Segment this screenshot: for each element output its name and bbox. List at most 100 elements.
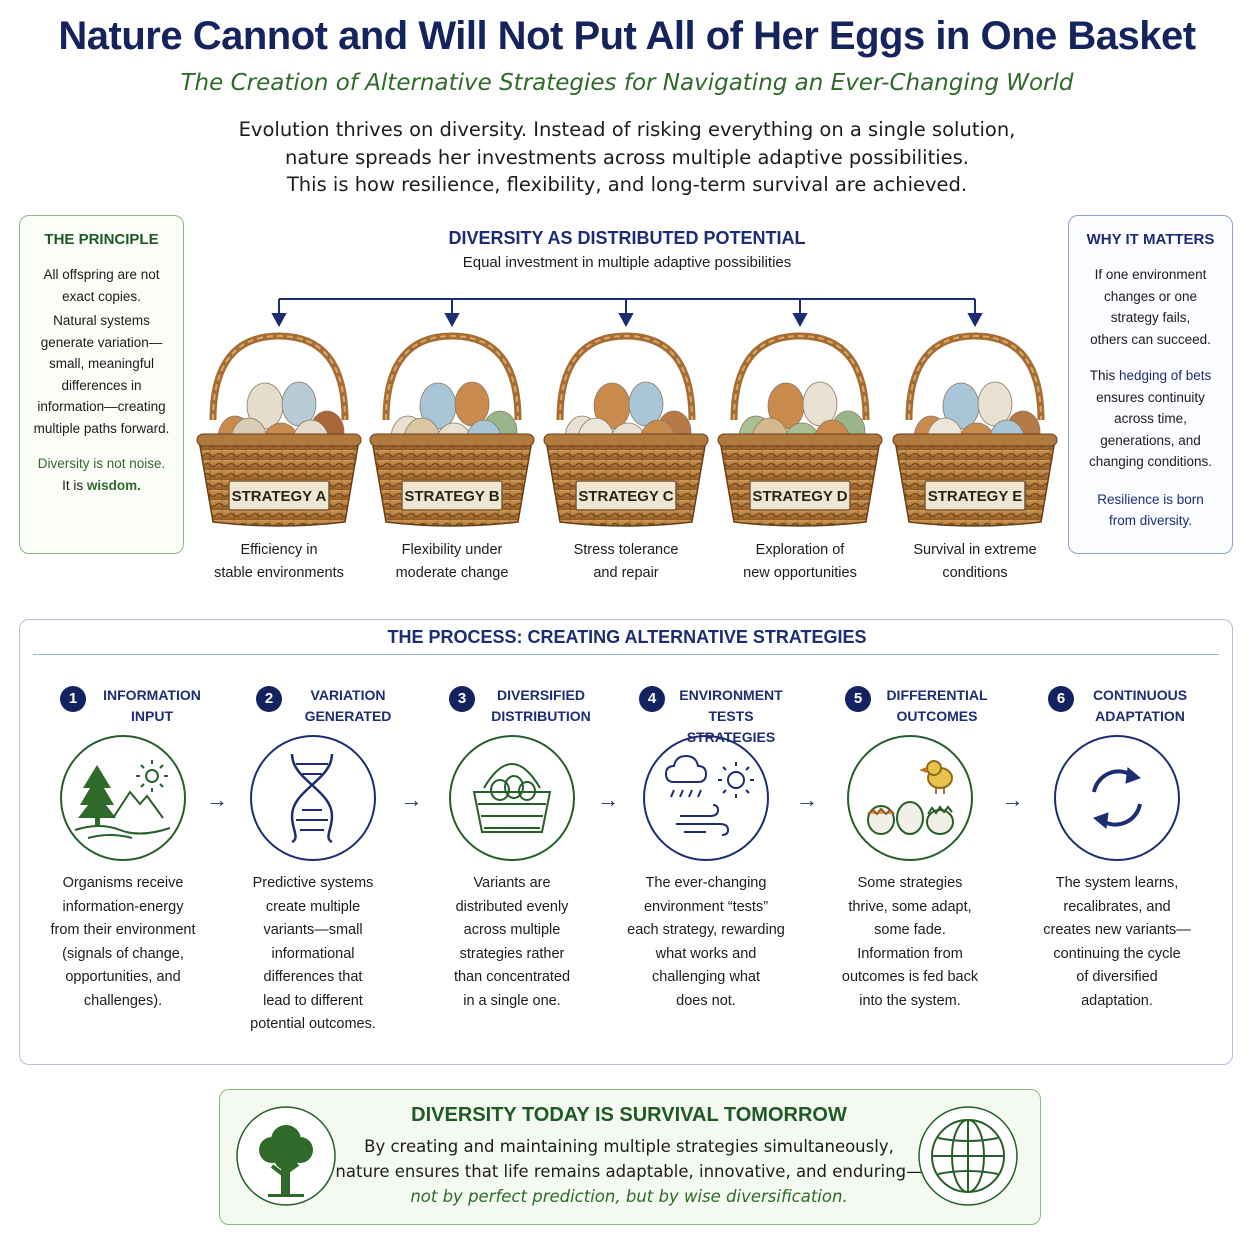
- step-desc-line: into the system.: [859, 992, 961, 1009]
- text-span: This: [1089, 368, 1119, 383]
- conclusion-line-1: By creating and maintaining multiple str…: [364, 1137, 894, 1156]
- step-number-badge: 6: [1048, 686, 1074, 712]
- strategy-label: STRATEGY A: [232, 488, 327, 505]
- caption-line: Flexibility under: [401, 542, 503, 558]
- caption-line: Exploration of: [755, 542, 845, 558]
- hedging-highlight: hedging of bets: [1118, 368, 1212, 383]
- text-line: generations, and: [1100, 432, 1201, 448]
- strategy-label-plate: [401, 480, 503, 511]
- step-title-line: CONTINUOUS: [1092, 687, 1188, 703]
- basket-strategy-e: STRATEGY E: [892, 332, 1058, 527]
- why-paragraph-3: Resilience is born from diversity.: [1075, 489, 1226, 532]
- text-line: All offspring are not: [43, 267, 160, 282]
- step-number-badge: 2: [256, 686, 282, 712]
- step-desc-line: Information from: [857, 945, 963, 962]
- globe-icon: [918, 1106, 1018, 1206]
- dna-icon: [250, 735, 376, 861]
- step-desc-line: Organisms receive: [62, 875, 184, 891]
- strategy-label: STRATEGY B: [404, 488, 499, 505]
- arrow-to-basket-b: [444, 299, 460, 328]
- step-2-circle: [250, 735, 376, 861]
- text-line: strategy fails,: [1110, 310, 1191, 325]
- egg: [281, 381, 317, 427]
- process-panel: [19, 619, 1233, 1065]
- step-desc-line: variants—small: [263, 922, 363, 938]
- step-title-line: DISTRIBUTION: [491, 708, 591, 724]
- step-desc-line: The system learns,: [1055, 875, 1179, 891]
- arrow-to-basket-a: [271, 299, 287, 328]
- step-desc-line: (signals of change,: [62, 945, 184, 962]
- caption-line: new opportunities: [743, 565, 857, 581]
- step-title-line: INFORMATION: [103, 687, 201, 703]
- intro-line: Evolution thrives on diversity. Instead …: [238, 118, 1016, 141]
- step-desc-line: does not.: [676, 992, 736, 1009]
- principle-paragraph-1: All offspring are not exact copies.: [26, 264, 177, 307]
- text-line: multiple paths forward.: [33, 420, 170, 436]
- diversity-title: DIVERSITY AS DISTRIBUTED POTENTIAL: [448, 228, 806, 248]
- step-desc-line: lead to different: [263, 992, 363, 1009]
- basket-strategy-b: STRATEGY B: [369, 332, 535, 527]
- text-line: generate variation—: [40, 334, 163, 350]
- why-paragraph-2: This hedging of bets ensures continuity …: [1075, 365, 1226, 473]
- step-desc-line: strategies rather: [459, 945, 565, 962]
- strategy-label-plate: [749, 480, 851, 511]
- step-title-line: OUTCOMES: [896, 708, 978, 724]
- strategy-label: STRATEGY E: [928, 488, 1022, 505]
- text-line: ensures continuity: [1096, 389, 1205, 405]
- text-line: changing conditions.: [1088, 454, 1213, 469]
- step-desc-line: potential outcomes.: [250, 1016, 376, 1032]
- step-desc-line: adaptation.: [1081, 992, 1153, 1009]
- step-desc-line: information-energy: [62, 898, 184, 915]
- why-it-matters-box: WHY IT MATTERS If one environment change…: [1068, 215, 1233, 554]
- text-line: across time,: [1114, 411, 1187, 426]
- step-desc-line: thrive, some adapt,: [848, 898, 972, 915]
- step-title-line: GENERATED: [304, 708, 392, 724]
- text-line: Natural systems: [53, 313, 150, 328]
- step-title-line: INPUT: [131, 708, 173, 724]
- step-title: INFORMATION INPUT: [86, 685, 218, 727]
- process-title: THE PROCESS: CREATING ALTERNATIVE STRATE…: [387, 627, 867, 647]
- basket-strategy-d: STRATEGY D: [717, 332, 883, 527]
- principle-box: THE PRINCIPLE All offspring are not exac…: [19, 215, 184, 554]
- step-desc-line: recalibrates, and: [1063, 898, 1171, 915]
- text-line: If one environment: [1094, 267, 1207, 282]
- caption-line: moderate change: [395, 565, 509, 581]
- strategy-caption: Exploration of new opportunities: [715, 539, 885, 585]
- caption-line: and repair: [593, 565, 659, 581]
- step-desc-line: Predictive systems: [252, 875, 374, 891]
- distribution-arrows: [271, 298, 983, 328]
- conclusion-line-2: nature ensures that life remains adaptab…: [335, 1162, 923, 1181]
- step-1-circle: [60, 735, 186, 861]
- basket-strategy-c: STRATEGY C: [543, 332, 709, 527]
- arrow-to-basket-d: [792, 299, 808, 328]
- why-paragraph-1: If one environment changes or one strate…: [1075, 264, 1226, 350]
- step-desc-line: what works and: [655, 945, 757, 962]
- step-desc-line: some fade.: [874, 922, 946, 938]
- step-title-line: ADAPTATION: [1095, 708, 1185, 724]
- page-subtitle: The Creation of Alternative Strategies f…: [180, 70, 1074, 96]
- step-arrow-icon: →: [1001, 787, 1024, 812]
- process-divider: [33, 654, 1219, 655]
- text-line: differences in: [61, 377, 142, 393]
- cycle-arrows-icon: [1054, 735, 1180, 861]
- step-desc-line: creates new variants—: [1043, 922, 1191, 938]
- step-number-badge: 3: [449, 686, 475, 712]
- intro-text: Evolution thrives on diversity. Instead …: [200, 116, 1054, 199]
- intro-line: nature spreads her investments across mu…: [284, 145, 970, 169]
- step-arrow-icon: →: [597, 787, 619, 812]
- step-desc-line: outcomes is fed back: [841, 969, 979, 985]
- step-desc-line: Variants are: [473, 875, 551, 891]
- step-desc-line: of diversified: [1076, 969, 1158, 985]
- caption-line: Efficiency in: [240, 542, 318, 558]
- step-number-badge: 4: [639, 686, 665, 712]
- egg: [802, 381, 838, 427]
- strategy-label-plate: [575, 480, 677, 511]
- step-desc-line: distributed evenly: [455, 898, 569, 915]
- landscape-icon: [60, 735, 186, 861]
